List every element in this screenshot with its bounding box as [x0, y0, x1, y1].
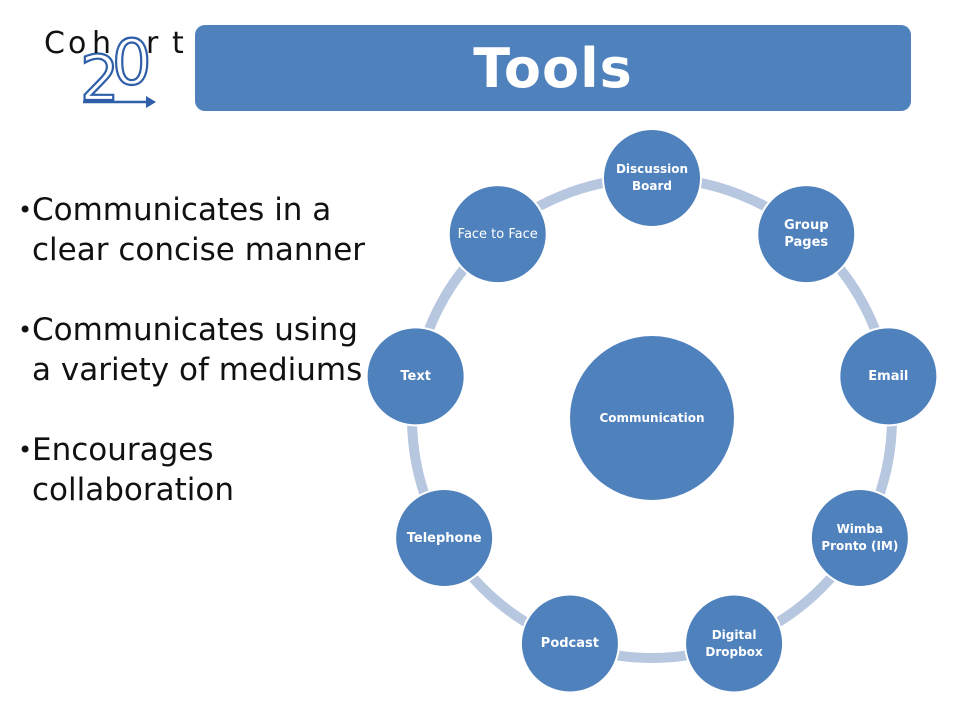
bullet-list: Communicates in a clear concise manner C… [18, 190, 368, 550]
bullet-text: Communicates in a clear concise manner [32, 192, 366, 268]
cycle-node-label: Face to Face [457, 226, 538, 242]
cycle-node-label: Group Pages [783, 218, 829, 251]
cycle-node-label: Discussion Board [615, 162, 689, 193]
cycle-node-label: Digital Dropbox [705, 627, 763, 659]
cycle-node [394, 488, 495, 588]
bullet-item: Encourages collaboration [18, 430, 368, 510]
logo-letter: t [172, 26, 184, 61]
center-node-label: Communication [599, 410, 705, 425]
cycle-node [838, 326, 939, 427]
bullet-text: Encourages collaboration [32, 432, 234, 508]
cycle-node [756, 184, 857, 285]
logo-letter: C [44, 26, 65, 61]
cycle-node [602, 128, 702, 228]
bullet-text: Communicates using a variety of mediums [32, 312, 363, 388]
cycle-node [684, 593, 785, 694]
cycle-node-label: Email [868, 368, 909, 384]
cycle-node [519, 593, 620, 694]
cycle-node-label: Text [400, 368, 431, 384]
page-title: Tools [473, 36, 633, 100]
cycle-node [447, 184, 548, 285]
cycle-node [809, 488, 910, 588]
cycle-node-label: Podcast [540, 636, 599, 652]
svg-text:0: 0 [112, 26, 151, 99]
center-node [570, 336, 734, 500]
logo-letter: r [146, 26, 159, 61]
logo-graphic: 2 0 [38, 22, 193, 118]
logo-wordmark: C o h r t [38, 26, 193, 66]
logo-letter: o [68, 26, 87, 61]
logo-letter: h [92, 26, 112, 61]
cycle-node-label: Wimba Pronto (IM) [821, 522, 899, 553]
title-banner: Tools [195, 25, 911, 111]
cycle-node-label: Telephone [406, 530, 482, 546]
bullet-item: Communicates using a variety of mediums [18, 310, 368, 390]
cycle-node [365, 326, 466, 427]
bullet-item: Communicates in a clear concise manner [18, 190, 368, 270]
svg-text:2: 2 [80, 42, 119, 115]
cohort-20-logo: 2 0 C o h r t [38, 22, 193, 118]
